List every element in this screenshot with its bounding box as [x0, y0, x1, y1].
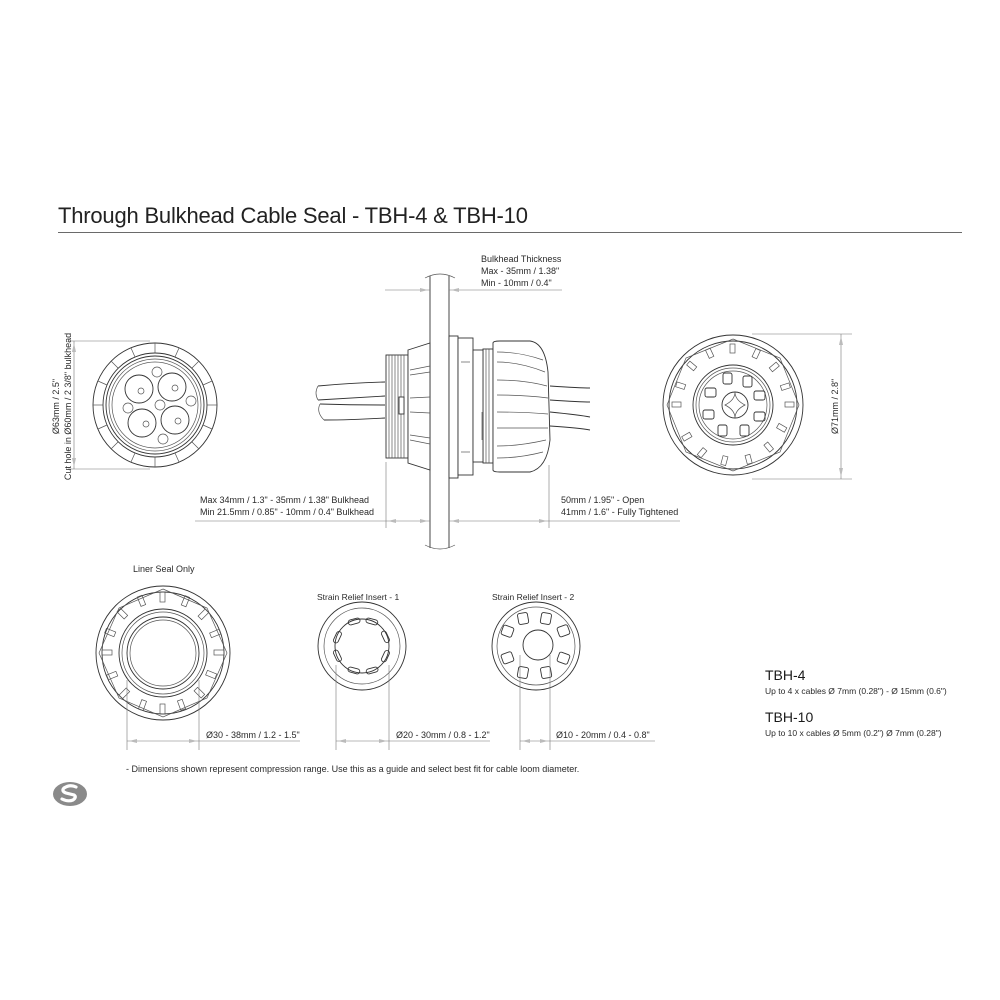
right-length-open: 50mm / 1.95" - Open: [561, 495, 645, 505]
model-tbh10-description: Up to 10 x cables Ø 5mm (0.2") Ø 7mm (0.…: [765, 728, 942, 738]
footnote: - Dimensions shown represent compression…: [126, 764, 580, 774]
strain-relief-2-dimension: Ø10 - 20mm / 0.4 - 0.8": [556, 730, 650, 740]
liner-seal-label: Liner Seal Only: [133, 564, 195, 574]
left-length-min: Min 21.5mm / 0.85" - 10mm / 0.4" Bulkhea…: [200, 507, 374, 517]
bulkhead-thickness-max: Max - 35mm / 1.38": [481, 266, 560, 276]
strain-relief-2-view: [491, 601, 655, 750]
side-view: [195, 273, 680, 550]
tbh4-cut-hole-label: Ø63mm / 2.5" Cut hole in Ø60mm / 2 3/8" …: [50, 329, 74, 484]
strain-relief-1-dimension: Ø20 - 30mm / 0.8 - 1.2": [396, 730, 490, 740]
bulkhead-thickness-title: Bulkhead Thickness: [481, 254, 562, 264]
liner-seal-view: [95, 585, 300, 750]
tbh10-front-view: [662, 333, 852, 480]
model-tbh10: TBH-10 Up to 10 x cables Ø 5mm (0.2") Ø …: [765, 709, 942, 738]
tbh4-diameter-text: Ø63mm / 2.5": [51, 378, 61, 435]
s-logo-icon: [52, 780, 88, 808]
model-tbh4-name: TBH-4: [765, 667, 806, 683]
tbh4-front-view: [68, 340, 218, 470]
bulkhead-thickness-label: Bulkhead Thickness Max - 35mm / 1.38" Mi…: [481, 253, 561, 289]
model-tbh4: TBH-4 Up to 4 x cables Ø 7mm (0.28") - Ø…: [765, 667, 947, 696]
right-length-label: 50mm / 1.95" - Open 41mm / 1.6" - Fully …: [561, 494, 678, 518]
page-title: Through Bulkhead Cable Seal - TBH-4 & TB…: [58, 203, 528, 228]
tbh10-diameter-label: Ø71mm / 2.8": [830, 378, 840, 434]
strain-relief-2-label: Strain Relief Insert - 2: [492, 592, 575, 602]
bulkhead-thickness-min: Min - 10mm / 0.4": [481, 278, 552, 288]
model-tbh4-description: Up to 4 x cables Ø 7mm (0.28") - Ø 15mm …: [765, 686, 947, 696]
strain-relief-1-view: [317, 601, 490, 750]
title-divider: [58, 232, 962, 233]
strain-relief-1-label: Strain Relief Insert - 1: [317, 592, 400, 602]
liner-seal-dimension: Ø30 - 38mm / 1.2 - 1.5": [206, 730, 300, 740]
left-length-max: Max 34mm / 1.3" - 35mm / 1.38" Bulkhead: [200, 495, 369, 505]
right-length-tight: 41mm / 1.6" - Fully Tightened: [561, 507, 679, 517]
tbh4-cut-hole-text: Cut hole in Ø60mm / 2 3/8" bulkhead: [63, 332, 73, 481]
model-tbh10-name: TBH-10: [765, 709, 814, 725]
left-length-label: Max 34mm / 1.3" - 35mm / 1.38" Bulkhead …: [200, 494, 374, 518]
